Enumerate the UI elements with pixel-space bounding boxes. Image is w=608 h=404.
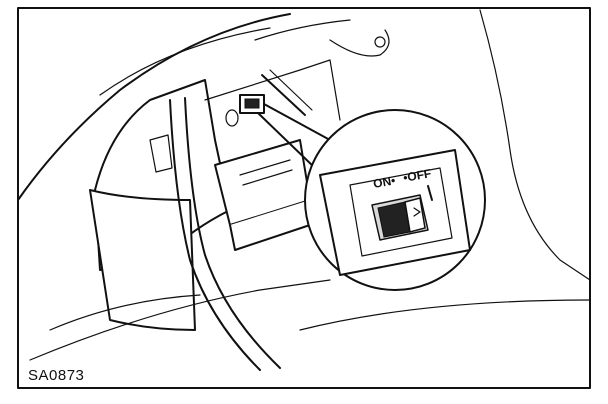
bumper-line — [299, 299, 591, 331]
rear-sill-line — [49, 294, 201, 331]
trunk-box-line1 — [239, 159, 291, 176]
off-indicator-mark — [427, 185, 433, 201]
figure-frame — [17, 7, 591, 389]
figure-code: SA0873 — [28, 367, 85, 384]
switch-off-label: •OFF — [402, 166, 432, 185]
trunk-seal-outer — [169, 99, 261, 371]
hinge-bolt — [374, 36, 386, 48]
floor-edge — [29, 279, 331, 361]
trunk-seal-inner — [184, 97, 281, 369]
trunk-stay-bar — [261, 74, 306, 116]
leader-line-bottom — [257, 112, 316, 169]
switch-on-label: ON• — [372, 173, 396, 191]
trunk-back-wall — [204, 59, 341, 121]
right-body-edge — [479, 9, 591, 281]
trunk-opening-inner-edge — [99, 27, 271, 96]
trunk-box-line2 — [242, 169, 293, 186]
rear-shelf-edge — [254, 19, 351, 41]
trunk-stay-bar-edge — [269, 69, 313, 111]
small-grommet — [225, 109, 239, 127]
leader-line-top — [263, 103, 331, 141]
left-trim-clip — [149, 134, 173, 173]
switch-bezel — [349, 167, 453, 257]
rocker-arrow-icon — [413, 207, 421, 217]
left-taillight-block — [89, 189, 196, 331]
trunk-opening-edge — [17, 13, 291, 201]
fuel-cut-switch-small-rocker — [244, 98, 260, 109]
hinge-arm — [329, 29, 390, 57]
